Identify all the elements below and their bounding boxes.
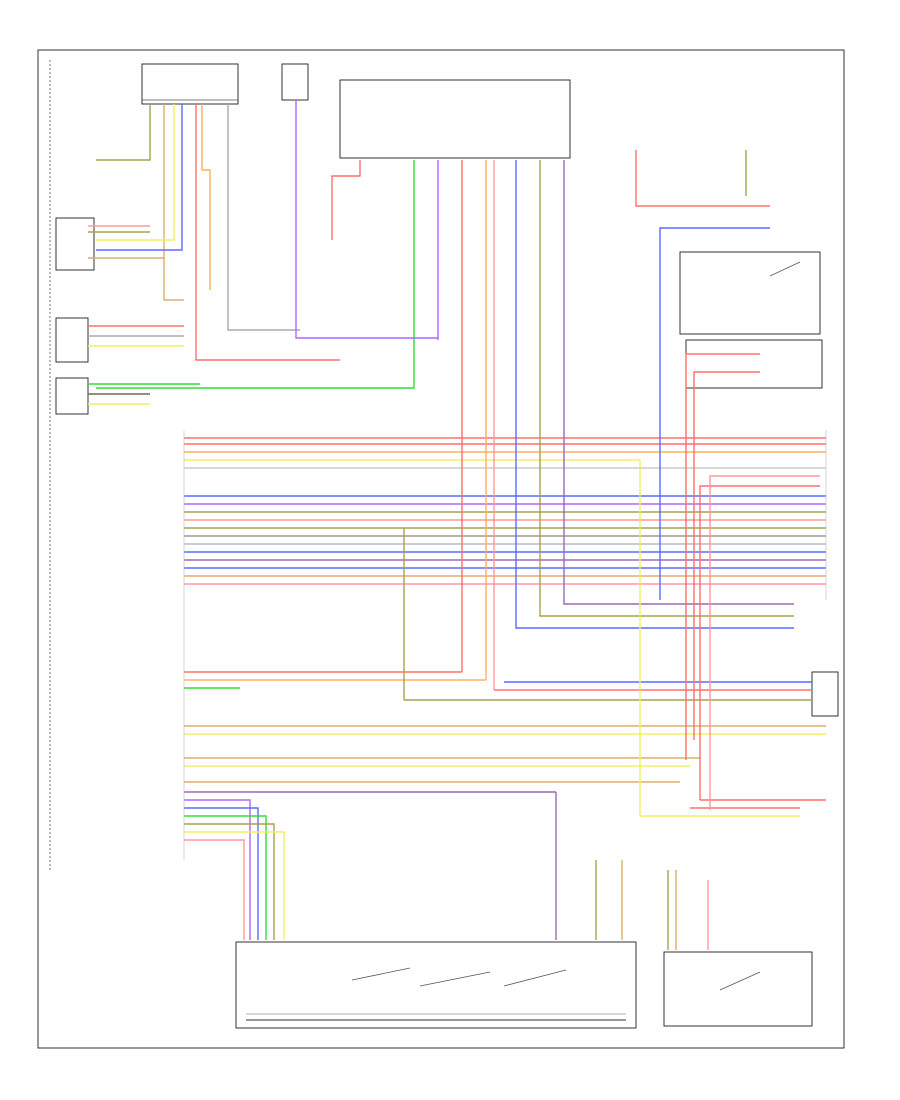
- wire-top-olive: [96, 104, 151, 161]
- switch-bottom-right: [719, 971, 761, 991]
- switch-seat-mid: [419, 971, 491, 987]
- right-side-wires: [635, 150, 820, 810]
- bottom-connector-wires: [667, 870, 709, 950]
- wire-top-blue: [96, 104, 183, 251]
- right-connector-box: [811, 671, 839, 717]
- right-sensor-box: [685, 339, 823, 389]
- top-connector-box: [281, 63, 309, 101]
- wire-right-red-low-2: [709, 475, 820, 810]
- diagram-frame: [37, 49, 845, 1049]
- wire-riser-green: [96, 160, 415, 389]
- left-module-box-1: [55, 217, 95, 271]
- control-unit-risers: [96, 160, 794, 940]
- wire-right-red-mid-2: [693, 371, 760, 740]
- top-module-wires: [88, 100, 438, 405]
- switch-symbols: [246, 261, 801, 1021]
- components: [49, 60, 839, 1029]
- wire-seat-violet: [184, 799, 251, 940]
- switch-seat-left: [351, 967, 411, 981]
- wire-seat-olive: [184, 823, 275, 940]
- switch-right-box: [769, 261, 801, 277]
- wire-right-red-low: [699, 485, 820, 800]
- right-switch-box: [679, 251, 821, 335]
- wire-riser-purple: [563, 160, 794, 605]
- wire-top-violet: [295, 100, 438, 339]
- control-unit-box: [339, 79, 571, 159]
- wire-top-red: [195, 104, 340, 361]
- top-module-box: [141, 63, 239, 105]
- seat-feed-wires: [184, 799, 623, 940]
- wire-seat-blue: [184, 807, 259, 940]
- pin-stubs: [183, 430, 827, 860]
- wire-top-orange: [201, 104, 211, 290]
- wire-right-red-mid: [685, 353, 760, 760]
- bottom-right-switch-box: [663, 951, 813, 1027]
- wire-riser-blue: [515, 160, 794, 629]
- bottom-seat-module-box: [235, 941, 637, 1029]
- bus-wires: [184, 437, 826, 585]
- wire-top-yellow: [96, 104, 175, 241]
- wire-riser-red-left: [331, 160, 361, 240]
- wire-right-blue-top: [659, 227, 770, 600]
- left-module-box-2: [55, 317, 89, 363]
- wire-right-red-top: [635, 150, 770, 207]
- switch-seat-right: [503, 969, 567, 987]
- wire-seat-yellow: [184, 831, 285, 940]
- wire-top-gray: [227, 104, 300, 331]
- wire-seat-red: [184, 839, 245, 940]
- left-module-box-3: [55, 377, 89, 415]
- wire-seat-green: [184, 815, 267, 940]
- lower-bus-wires: [184, 671, 826, 817]
- wire-top-tan: [163, 104, 184, 301]
